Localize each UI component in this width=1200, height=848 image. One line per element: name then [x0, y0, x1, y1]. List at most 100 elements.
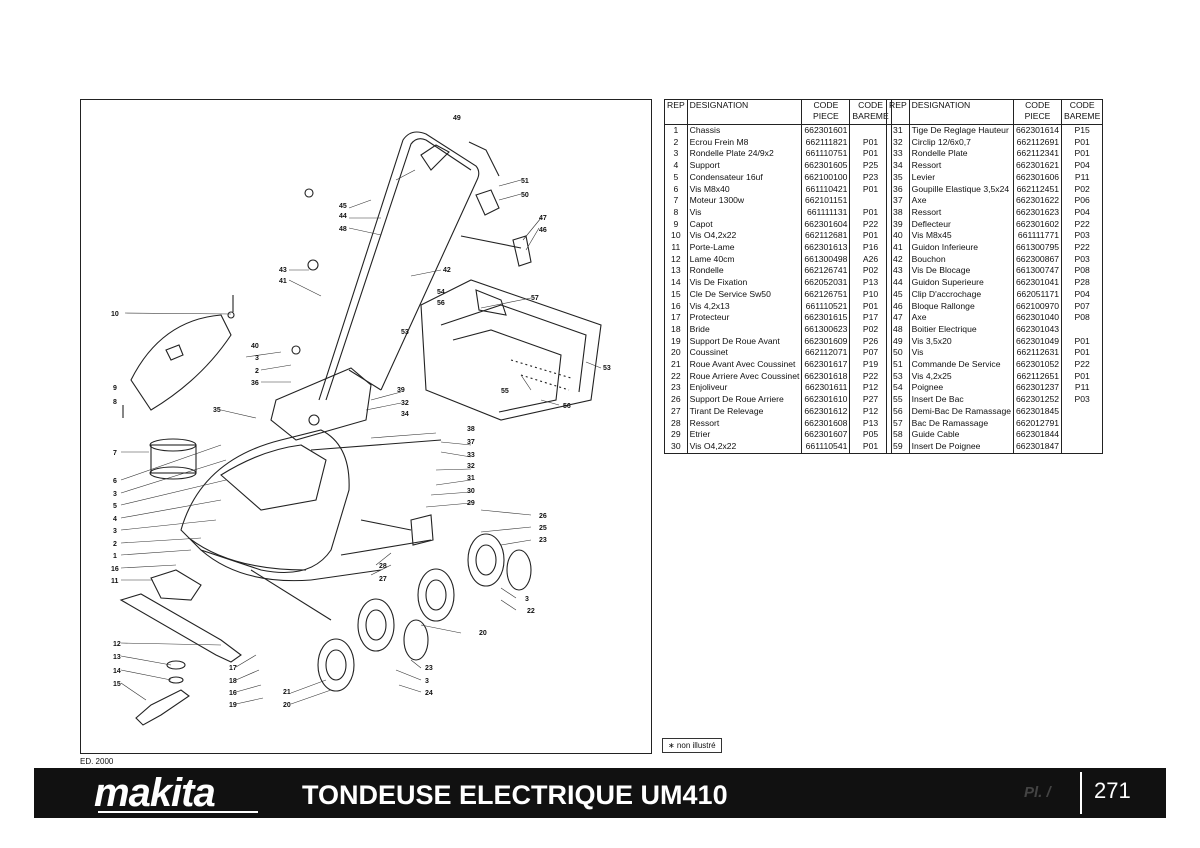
callout-label-49: 49 [453, 115, 461, 122]
callout-label-57: 57 [531, 295, 539, 302]
edition-label: ED. 2000 [80, 757, 114, 766]
part-code: 662012791 [1013, 417, 1063, 430]
part-bareme: P02 [849, 265, 892, 278]
part-designation: Vis 4,2x13 [686, 300, 803, 313]
part-designation: Poignee [908, 382, 1015, 395]
part-designation: Support [686, 160, 803, 172]
part-bareme: P01 [849, 183, 892, 196]
part-code: 662301041 [1013, 277, 1063, 289]
part-rep: 40 [886, 230, 910, 243]
footer-divider [1080, 772, 1082, 814]
part-designation: Vis 3,5x20 [908, 335, 1015, 348]
part-designation: Deflecteur [908, 218, 1015, 231]
part-rep: 1 [664, 124, 688, 137]
part-designation: Levier [908, 171, 1015, 184]
part-code: 662300867 [1013, 253, 1063, 266]
part-bareme: A26 [849, 253, 892, 266]
part-rep: 57 [886, 417, 910, 430]
callout-label-33: 33 [467, 452, 475, 459]
part-bareme: P01 [849, 300, 892, 313]
part-code: 662301052 [1013, 359, 1063, 371]
part-bareme: P13 [849, 417, 892, 430]
part-code: 662052031 [801, 277, 851, 289]
part-code: 662301614 [1013, 124, 1063, 137]
part-rep: 11 [664, 242, 688, 254]
part-code: 662301605 [801, 160, 851, 172]
part-code: 661110421 [801, 183, 851, 196]
part-bareme [849, 124, 892, 137]
part-rep: 21 [664, 359, 688, 371]
callout-label-16b: 16 [229, 690, 237, 697]
part-bareme [1061, 417, 1104, 430]
part-code: 662111821 [801, 136, 851, 149]
callout-label-18: 18 [229, 678, 237, 685]
part-code: 662301043 [1013, 323, 1063, 336]
part-bareme: P01 [849, 440, 892, 454]
part-bareme: P03 [1061, 394, 1104, 406]
part-rep: 13 [664, 265, 688, 278]
part-bareme: P16 [849, 242, 892, 254]
callout-label-15: 15 [113, 681, 121, 688]
part-bareme: P22 [1061, 242, 1104, 254]
part-designation: Ressort [908, 206, 1015, 219]
callout-label-20b: 20 [283, 702, 291, 709]
part-code: 662100970 [1013, 300, 1063, 313]
part-code: 662301609 [801, 335, 851, 348]
part-rep: 58 [886, 429, 910, 441]
col-rep: REP [664, 99, 688, 125]
part-bareme: P03 [1061, 230, 1104, 243]
callout-label-3c: 3 [113, 528, 117, 535]
callout-label-55: 55 [501, 388, 509, 395]
part-designation: Guide Cable [908, 429, 1015, 441]
plate-label: Pl. / [1024, 784, 1051, 801]
part-bareme: P15 [1061, 124, 1104, 137]
part-designation: Capot [686, 218, 803, 231]
part-designation: Rondelle [686, 265, 803, 278]
callout-label-37: 37 [467, 439, 475, 446]
part-designation: Clip D'accrochage [908, 288, 1015, 301]
part-rep: 18 [664, 323, 688, 336]
part-code: 662051171 [1013, 288, 1063, 301]
part-bareme: P12 [849, 405, 892, 418]
callout-label-11: 11 [111, 578, 119, 585]
not-illustrated-note: ∗ non illustré [662, 738, 722, 753]
part-designation: Vis [908, 347, 1015, 360]
part-bareme: P04 [1061, 288, 1104, 301]
part-designation: Protecteur [686, 312, 803, 324]
callout-label-22: 22 [527, 608, 535, 615]
callout-label-20a: 20 [479, 630, 487, 637]
part-designation: Roue Arriere Avec Coussinet [686, 370, 803, 383]
callout-label-30: 30 [467, 488, 475, 495]
part-code: 662301608 [801, 417, 851, 430]
part-bareme: P22 [1061, 359, 1104, 371]
col-rep: REP [886, 99, 910, 125]
part-code: 662301613 [801, 242, 851, 254]
part-code: 662301040 [1013, 312, 1063, 324]
part-bareme: P10 [849, 288, 892, 301]
part-rep: 53 [886, 370, 910, 383]
part-bareme: P01 [1061, 136, 1104, 149]
part-rep: 14 [664, 277, 688, 289]
part-bareme: P13 [849, 277, 892, 289]
part-bareme: P04 [1061, 206, 1104, 219]
callout-label-56a: 56 [437, 300, 445, 307]
